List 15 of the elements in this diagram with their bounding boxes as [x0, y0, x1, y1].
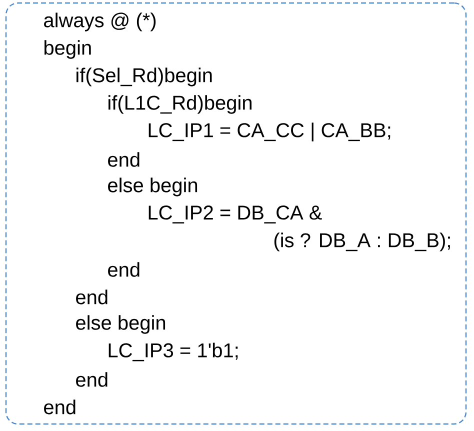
code-line: end — [44, 400, 76, 414]
code-line: LC_IP2 = DB_CA & — [148, 206, 322, 224]
code-line: LC_IP3 = 1'b1; — [108, 342, 238, 362]
code-line: else begin — [108, 178, 198, 196]
code-line: if(Sel_Rd)begin — [76, 68, 212, 86]
code-line: if(L1C_Rd)begin — [108, 95, 252, 114]
code-line: end — [108, 152, 140, 167]
code-line: else begin — [76, 315, 166, 334]
code-line: end — [76, 372, 108, 387]
code-line: begin — [44, 40, 91, 59]
code-line: always @ (*) — [44, 12, 156, 32]
code-line: LC_IP1 = CA_CC | CA_BB; — [148, 122, 390, 142]
code-line: end — [76, 290, 108, 304]
code-line: end — [108, 262, 140, 277]
code-line: (is ? DB_A : DB_B); — [274, 232, 450, 252]
